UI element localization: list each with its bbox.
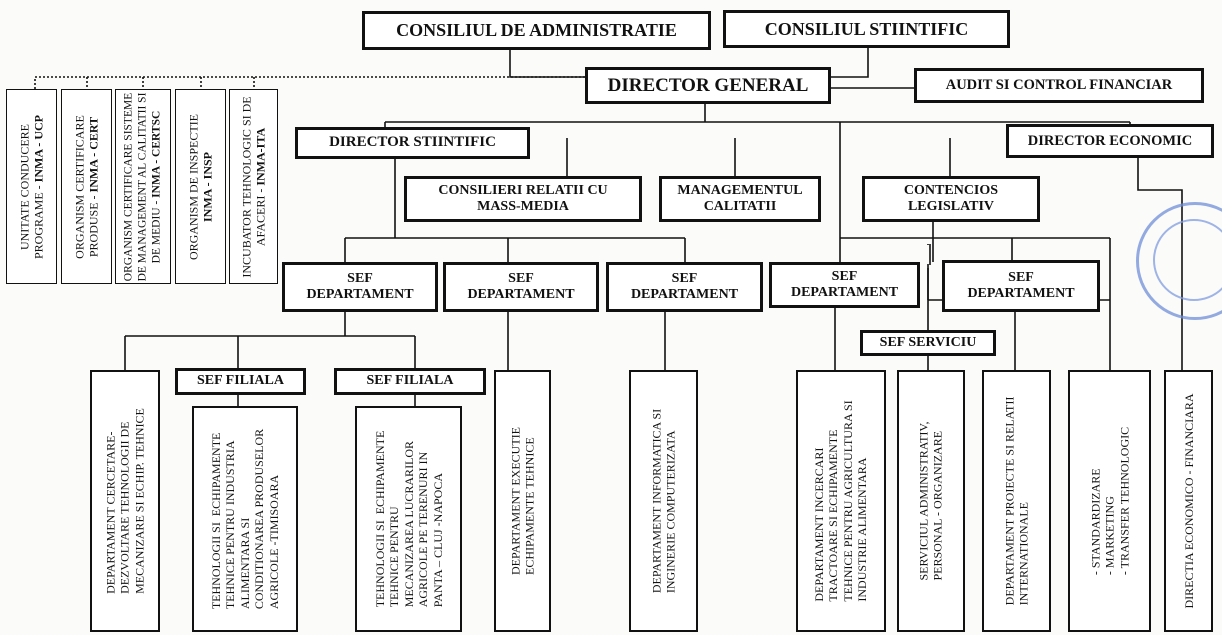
- dept-head-2: SEF DEPARTAMENT: [443, 262, 599, 312]
- unit-informatics: DEPARTAMENT INFORMATICA SI INGINERIE COM…: [629, 370, 698, 632]
- service-head: SEF SERVICIU: [860, 330, 996, 356]
- dept-head-4: SEF DEPARTAMENT: [769, 262, 920, 308]
- connector: [830, 48, 869, 78]
- unit-timisoara-branch: TEHNOLOGII SI ECHIPAMENTE TEHNICE PENTRU…: [192, 406, 298, 632]
- dept-head-1: SEF DEPARTAMENT: [282, 262, 438, 312]
- dept-head-5: SEF DEPARTAMENT: [942, 260, 1100, 312]
- unit-international-projects: DEPARTAMENT PROIECTE SI RELATII INTERNAT…: [982, 370, 1051, 632]
- unit-cluj-napoca-branch: TEHNOLOGII SI ECHIPAMENTE TEHNICE PENTRU…: [355, 406, 462, 632]
- unit-execution-equipment: DEPARTAMENT EXECUTIE ECHIPAMENTE TEHNICE: [494, 370, 551, 632]
- board-of-administration: CONSILIUL DE ADMINISTRATIE: [362, 11, 711, 50]
- economic-director: DIRECTOR ECONOMIC: [1006, 124, 1214, 158]
- legal-department: CONTENCIOS LEGISLATIV: [862, 176, 1040, 222]
- branch-head-1: SEF FILIALA: [175, 368, 306, 395]
- unit-research-development: DEPARTAMENT CERCETARE- DEZVOLTARE TEHNOL…: [90, 370, 160, 632]
- branch-head-2: SEF FILIALA: [334, 368, 486, 395]
- financial-audit: AUDIT SI CONTROL FINANCIAR: [914, 68, 1204, 103]
- unit-economic-financial: DIRECTIA ECONOMICO - FINANCIARA: [1164, 370, 1213, 632]
- connector: [509, 48, 585, 78]
- media-advisors: CONSILIERI RELATII CU MASS-MEDIA: [404, 176, 642, 222]
- scientific-director: DIRECTOR STIINTIFIC: [295, 127, 530, 159]
- dept-head-3: SEF DEPARTAMENT: [606, 262, 763, 312]
- quality-management: MANAGEMENTUL CALITATII: [659, 176, 821, 222]
- official-stamp-icon: [1136, 202, 1222, 320]
- scientific-council: CONSILIUL STIINTIFIC: [723, 10, 1010, 48]
- unit-standardization-marketing: - STANDARDIZARE - MARKETING - TRANSFER T…: [1068, 370, 1151, 632]
- unit-tractor-testing: DEPARTAMENT INCERCARI TRACTOARE SI ECHIP…: [796, 370, 886, 632]
- unit-administrative-service: SERVICIUL ADMINISTRATIV, PERSONAL - ORGA…: [897, 370, 965, 632]
- general-director: DIRECTOR GENERAL: [585, 67, 831, 104]
